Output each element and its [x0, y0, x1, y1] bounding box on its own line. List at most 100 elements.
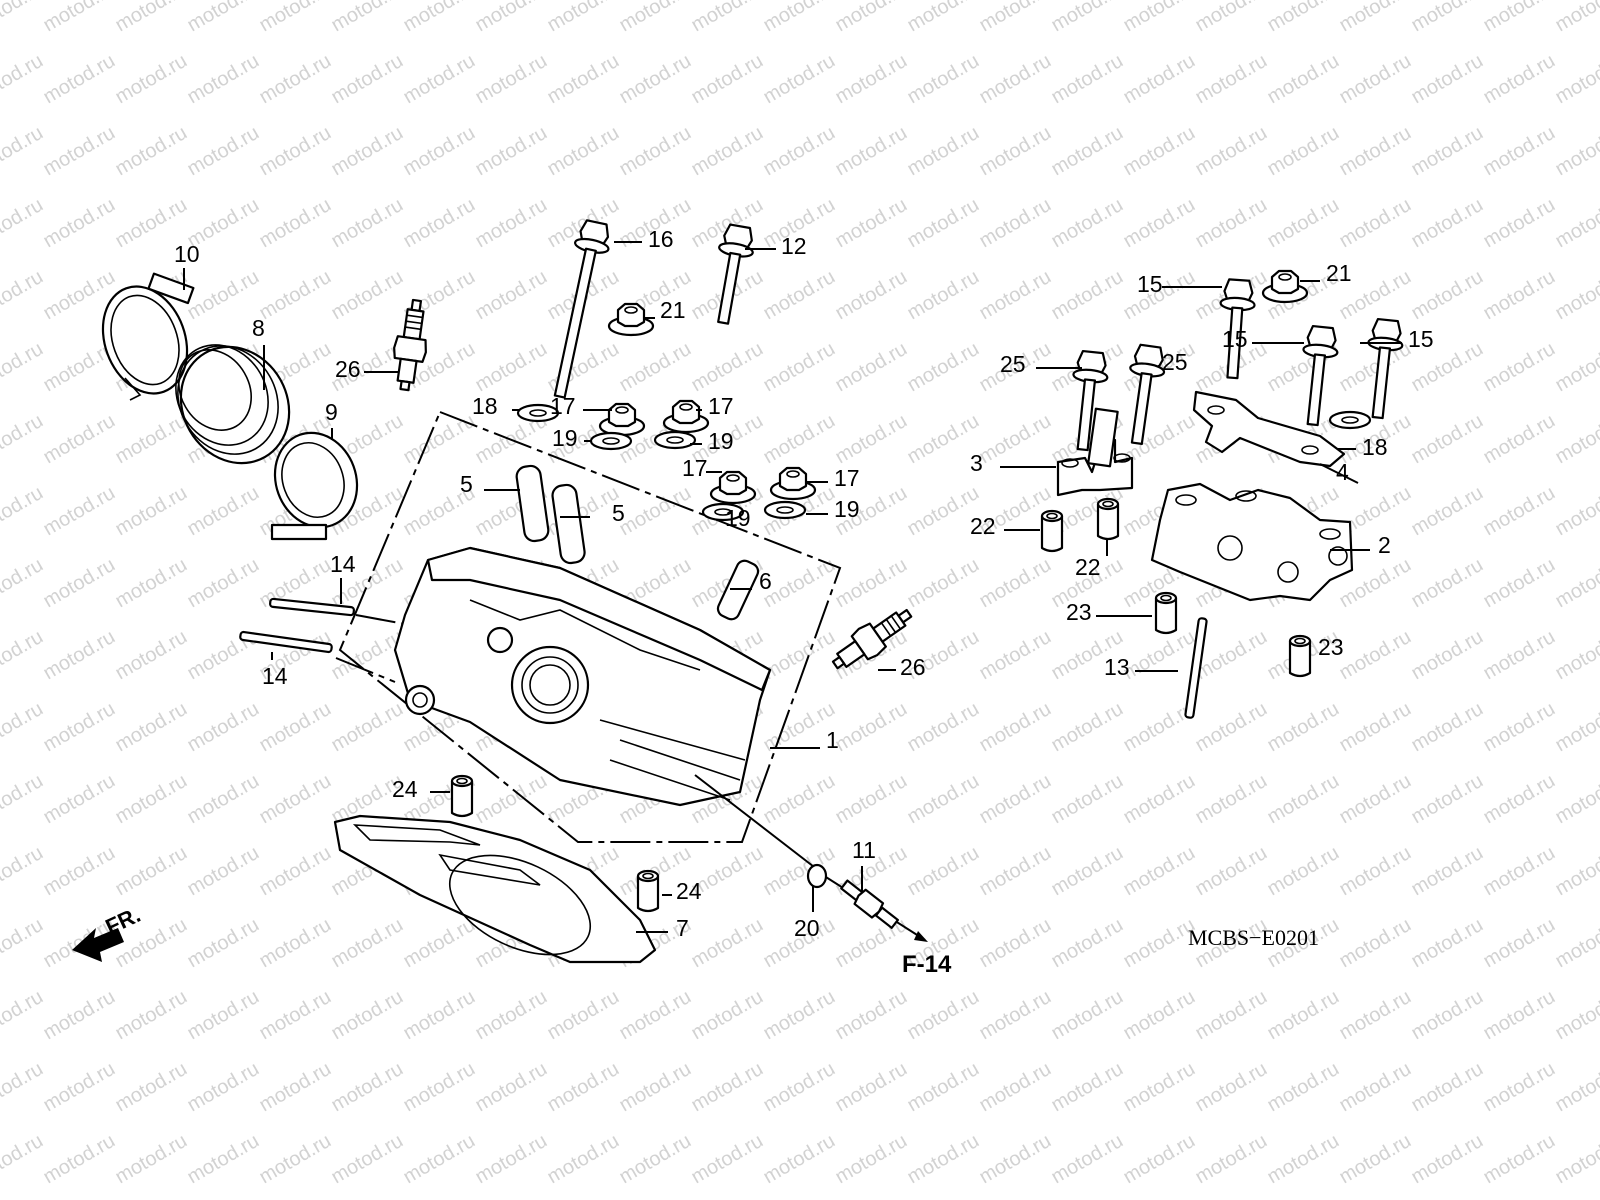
watermark-text: motod.ru — [472, 770, 551, 829]
callout-26-spark-plug[interactable]: 26 — [900, 654, 926, 680]
watermark-text: motod.ru — [832, 770, 911, 829]
watermark-text: motod.ru — [40, 122, 119, 181]
watermark-text: motod.ru — [1552, 842, 1600, 901]
watermark-text: motod.ru — [544, 986, 623, 1045]
callout-21-flange-nut[interactable]: 21 — [660, 297, 686, 323]
callout-11-joint-bolt[interactable]: 11 — [852, 837, 876, 863]
callout-2-rocker-arm-holder[interactable]: 2 — [1378, 532, 1391, 558]
watermark-text: motod.ru — [184, 842, 263, 901]
callout-19-washer[interactable]: 19 — [552, 425, 578, 451]
watermark-text: motod.ru — [256, 914, 335, 973]
callout-14-stud-bolt[interactable]: 14 — [330, 551, 356, 577]
watermark-text: motod.ru — [0, 194, 47, 253]
callout-17-cap-nut[interactable]: 17 — [550, 393, 576, 419]
watermark-text: motod.ru — [40, 482, 119, 541]
watermark-text: motod.ru — [40, 698, 119, 757]
washer-19-d — [763, 500, 807, 520]
watermark-text: motod.ru — [0, 266, 47, 325]
callout-3-rocker-shaft-holder[interactable]: 3 — [970, 450, 983, 476]
watermark-text: motod.ru — [1336, 1058, 1415, 1117]
watermark-text: motod.ru — [112, 770, 191, 829]
callout-24-dowel-pin[interactable]: 24 — [676, 878, 702, 904]
watermark-text: motod.ru — [400, 914, 479, 973]
watermark-text: motod.ru — [832, 50, 911, 109]
callout-4-cam-holder-plate[interactable]: 4 — [1336, 459, 1349, 485]
watermark-text: motod.ru — [1408, 122, 1487, 181]
callout-23-dowel-pin[interactable]: 23 — [1318, 634, 1344, 660]
watermark-text: motod.ru — [904, 986, 983, 1045]
watermark-text: motod.ru — [1552, 266, 1600, 325]
watermark-text: motod.ru — [976, 1130, 1055, 1189]
rocker-arm-holder — [1150, 482, 1354, 602]
callout-15-flange-bolt[interactable]: 15 — [1408, 326, 1434, 352]
stud-14-lower — [239, 630, 333, 654]
callout-23-dowel-pin[interactable]: 23 — [1066, 599, 1092, 625]
watermark-text: motod.ru — [1336, 50, 1415, 109]
watermark-text: motod.ru — [544, 0, 623, 36]
callout-16-long-bolt[interactable]: 16 — [648, 226, 674, 252]
watermark-text: motod.ru — [1192, 1130, 1271, 1189]
callout-26-spark-plug[interactable]: 26 — [335, 356, 361, 382]
callout-12-flange-bolt[interactable]: 12 — [781, 233, 807, 259]
callout-18-washer[interactable]: 18 — [1362, 434, 1388, 460]
callout-15-flange-bolt[interactable]: 15 — [1222, 326, 1248, 352]
callout-21-flange-nut[interactable]: 21 — [1326, 260, 1352, 286]
cap-nut-17-b — [662, 399, 710, 434]
watermark-text: motod.ru — [1552, 1130, 1600, 1189]
watermark-text: motod.ru — [1336, 770, 1415, 829]
watermark-text: motod.ru — [1480, 1130, 1559, 1189]
watermark-text: motod.ru — [616, 1058, 695, 1117]
watermark-text: motod.ru — [184, 482, 263, 541]
insulator — [175, 344, 291, 465]
watermark-text: motod.ru — [400, 0, 479, 36]
callout-1-cylinder-head[interactable]: 1 — [826, 727, 839, 753]
stud-guide-line-upper — [355, 614, 411, 626]
watermark-text: motod.ru — [904, 1058, 983, 1117]
callout-14-stud-bolt[interactable]: 14 — [262, 663, 288, 689]
callout-5-valve-guide[interactable]: 5 — [612, 500, 625, 526]
callout-25-flange-bolt[interactable]: 25 — [1162, 349, 1188, 375]
callout-22-dowel-pin[interactable]: 22 — [1075, 554, 1101, 580]
callout-6-oil-pipe-guide[interactable]: 6 — [759, 568, 772, 594]
callout-22-dowel-pin[interactable]: 22 — [970, 513, 996, 539]
watermark-text: motod.ru — [1120, 50, 1199, 109]
callout-5-valve-guide[interactable]: 5 — [460, 471, 473, 497]
watermark-text: motod.ru — [1552, 194, 1600, 253]
callout-17-cap-nut[interactable]: 17 — [834, 465, 860, 491]
callout-17-cap-nut[interactable]: 17 — [708, 393, 734, 419]
callout-19-washer[interactable]: 19 — [708, 428, 734, 454]
callout-15-flange-bolt[interactable]: 15 — [1137, 271, 1163, 297]
watermark-text: motod.ru — [0, 1130, 47, 1189]
watermark-text: motod.ru — [40, 50, 119, 109]
band-clamp-bottom — [270, 431, 359, 541]
callout-24-dowel-pin[interactable]: 24 — [392, 776, 418, 802]
watermark-text: motod.ru — [112, 0, 191, 36]
watermark-text: motod.ru — [1192, 770, 1271, 829]
watermark-text: motod.ru — [40, 1130, 119, 1189]
watermark-text: motod.ru — [0, 338, 47, 397]
callout-8-insulator[interactable]: 8 — [252, 315, 265, 341]
callout-9-band-clamp[interactable]: 9 — [325, 399, 338, 425]
callout-18-washer[interactable]: 18 — [472, 393, 498, 419]
watermark-text: motod.ru — [1552, 122, 1600, 181]
watermark-text: motod.ru — [1552, 914, 1600, 973]
callout-13-stud-bolt[interactable]: 13 — [1104, 654, 1130, 680]
callout-20-sealing-washer[interactable]: 20 — [794, 915, 820, 941]
watermark-text: motod.ru — [472, 1130, 551, 1189]
callout-7-cylinder-head-gasket[interactable]: 7 — [676, 915, 689, 941]
watermark-text: motod.ru — [1552, 698, 1600, 757]
watermark-text: motod.ru — [40, 410, 119, 469]
watermark-text: motod.ru — [1048, 1130, 1127, 1189]
callout-25-flange-bolt[interactable]: 25 — [1000, 351, 1026, 377]
callout-17-cap-nut[interactable]: 17 — [682, 455, 708, 481]
watermark-text: motod.ru — [0, 50, 47, 109]
callout-19-washer[interactable]: 19 — [725, 505, 751, 531]
watermark-text: motod.ru — [688, 986, 767, 1045]
reference-link-f14[interactable]: F-14 — [902, 951, 952, 978]
watermark-text: motod.ru — [688, 50, 767, 109]
callout-19-washer[interactable]: 19 — [834, 496, 860, 522]
watermark-text: motod.ru — [1480, 986, 1559, 1045]
callout-10-band-clamp[interactable]: 10 — [174, 241, 200, 267]
watermark-text: motod.ru — [40, 194, 119, 253]
watermark-text: motod.ru — [904, 842, 983, 901]
